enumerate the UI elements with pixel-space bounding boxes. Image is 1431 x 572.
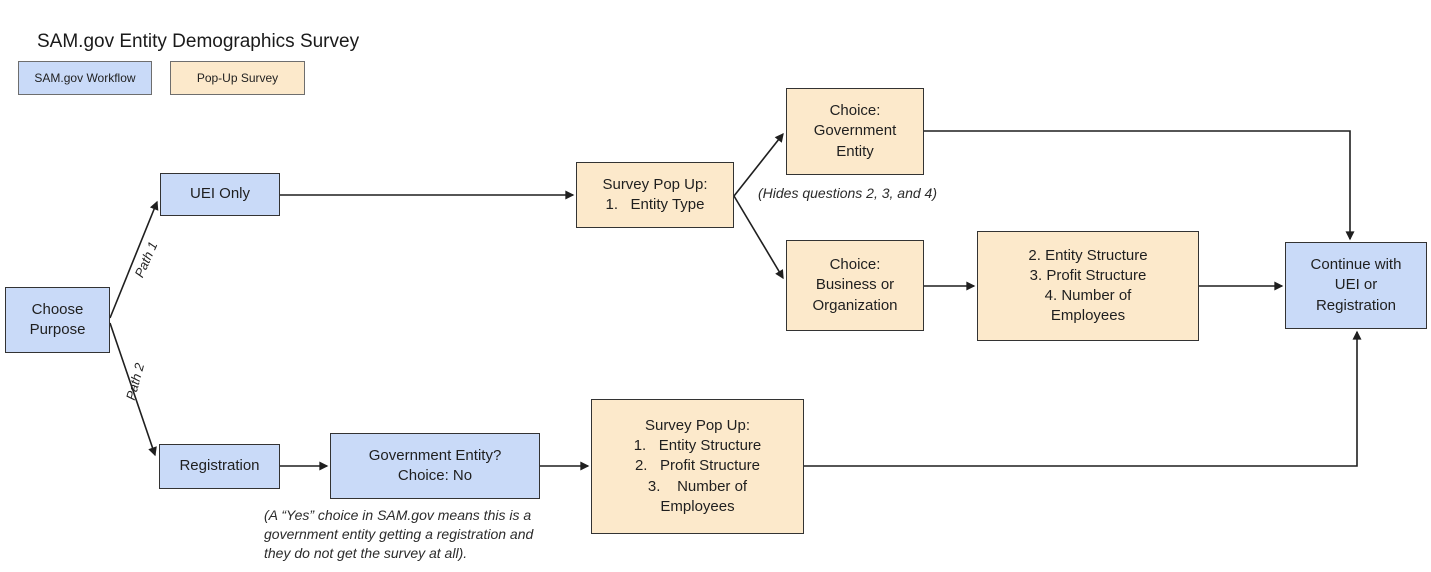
annotation-hides-questions: (Hides questions 2, 3, and 4)	[758, 185, 937, 201]
node-survey-questions-2-3-4-line: 2. Entity Structure	[1028, 246, 1148, 264]
legend-sam-gov-workflow: SAM.gov Workflow	[18, 61, 152, 95]
node-survey-questions-2-3-4-line: 3. Profit Structure	[1029, 266, 1147, 284]
node-choose-purpose-line: Purpose	[29, 321, 86, 338]
node-choice-business-or-organization-line: Business or	[815, 276, 895, 294]
node-choice-government-entity: Choice: Government Entity	[786, 88, 924, 175]
node-choose-purpose: Choose Purpose	[5, 287, 110, 353]
node-continue-line: Registration	[1315, 296, 1397, 314]
node-survey-popup-entity-type: Survey Pop Up: 1. Entity Type	[576, 162, 734, 228]
node-continue-with-uei-or-registration: Continue with UEI or Registration	[1285, 242, 1427, 329]
node-continue-line: Continue with	[1310, 256, 1402, 274]
node-choice-government-entity-line: Entity	[836, 142, 874, 160]
node-survey-popup-registration-line: 1. Entity Structure	[633, 437, 762, 455]
legend-pop-up-survey-label: Pop-Up Survey	[196, 71, 279, 85]
arrow-government-choice-to-continue	[924, 130, 1355, 241]
legend-sam-gov-workflow-label: SAM.gov Workflow	[34, 71, 136, 85]
annotation-yes-note: (A “Yes” choice in SAM.gov means this is…	[264, 506, 533, 563]
node-uei-only: UEI Only	[160, 173, 280, 216]
node-survey-popup-registration-line: 3. Number of	[647, 477, 748, 495]
node-choice-business-or-organization-line: Choice:	[829, 256, 881, 274]
node-survey-popup-registration-line: Survey Pop Up:	[644, 416, 751, 434]
node-survey-popup-registration-line: Employees	[660, 497, 735, 515]
arrow-survey-to-business-choice	[733, 195, 784, 280]
arrow-survey-popup-to-continue	[804, 330, 1362, 467]
node-government-entity-question: Government Entity? Choice: No	[330, 433, 540, 499]
annotation-yes-note-line: (A “Yes” choice in SAM.gov means this is…	[264, 507, 532, 523]
node-choice-business-or-organization: Choice: Business or Organization	[786, 240, 924, 331]
node-government-entity-question-line: Government Entity?	[368, 446, 502, 464]
node-continue-line: UEI or	[1334, 276, 1378, 294]
node-choice-business-or-organization-line: Organization	[812, 296, 898, 314]
node-survey-popup-registration: Survey Pop Up: 1. Entity Structure 2. Pr…	[591, 399, 804, 534]
node-survey-questions-2-3-4-line: Employees	[1050, 307, 1126, 325]
node-choice-government-entity-line: Government	[813, 122, 897, 140]
annotation-yes-note-line: government entity getting a registration…	[264, 525, 534, 542]
node-registration-label: Registration	[179, 457, 260, 475]
node-survey-popup-registration-line: 2. Profit Structure	[634, 457, 761, 475]
legend-pop-up-survey: Pop-Up Survey	[170, 61, 305, 95]
node-survey-questions-2-3-4-line: 4. Number of	[1044, 287, 1132, 304]
node-government-entity-question-line: Choice: No	[397, 467, 473, 484]
edge-label-path-2: Path 2	[122, 361, 148, 402]
node-uei-only-label: UEI Only	[189, 185, 250, 203]
edge-label-path-1: Path 1	[131, 239, 161, 280]
page-title: SAM.gov Entity Demographics Survey	[37, 31, 360, 52]
node-registration: Registration	[159, 444, 280, 489]
node-choose-purpose-line: Choose	[31, 300, 84, 318]
node-choice-government-entity-line: Choice:	[829, 102, 881, 120]
node-survey-questions-2-3-4: 2. Entity Structure 3. Profit Structure …	[977, 231, 1199, 341]
node-survey-popup-entity-type-line: Survey Pop Up:	[602, 175, 708, 193]
node-survey-popup-entity-type-line: 1. Entity Type	[605, 196, 705, 213]
annotation-yes-note-line: they do not get the survey at all).	[264, 544, 468, 561]
